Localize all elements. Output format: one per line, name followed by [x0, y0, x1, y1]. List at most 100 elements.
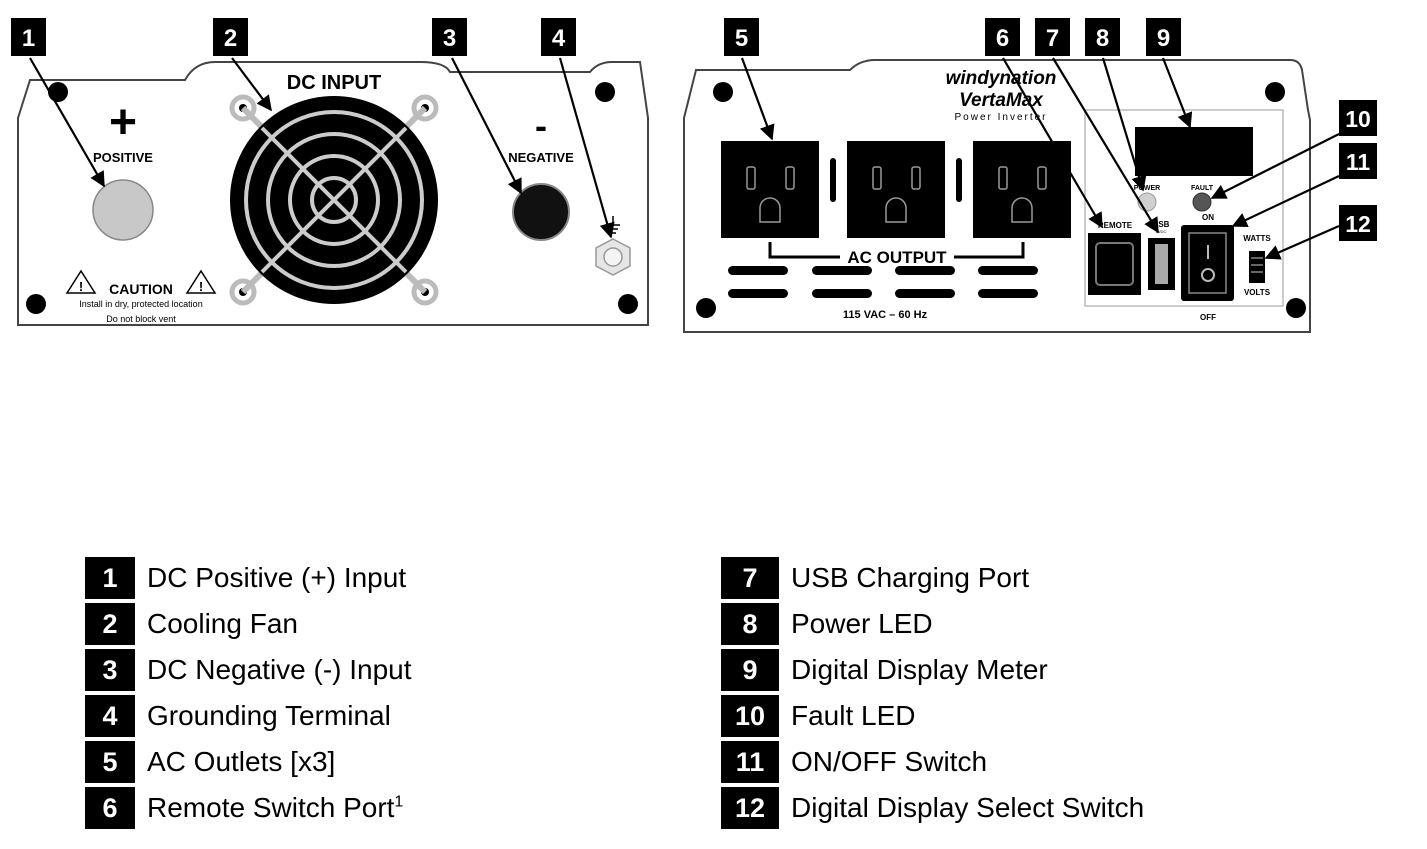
- leader-line-2: [231, 57, 272, 112]
- svg-text:7: 7: [1046, 25, 1059, 52]
- footnote-marker: 1: [394, 793, 404, 811]
- leader-line-3: [451, 57, 522, 195]
- leader-line-9: [1161, 57, 1193, 129]
- vent-slots: [728, 266, 1038, 298]
- caution-line-2: Do not block vent: [106, 314, 176, 324]
- model-name: VertaMax: [959, 90, 1044, 111]
- mount-hole: [48, 82, 68, 102]
- legend-text: Cooling Fan: [147, 608, 298, 639]
- legend-number: 1: [85, 557, 135, 599]
- legend-text: Power LED: [791, 608, 933, 639]
- legend-number: 2: [85, 603, 135, 645]
- legend-text: ON/OFF Switch: [791, 746, 988, 777]
- front-panel: + POSITIVE DC INPUT - NEGATIVE: [17, 61, 649, 326]
- legend-item-10: 10 Fault LED: [721, 693, 1281, 739]
- negative-label: NEGATIVE: [508, 150, 574, 165]
- svg-text:3: 3: [443, 25, 456, 52]
- usb-sub-label: 5VDC: [1156, 229, 1167, 234]
- legend-number: 3: [85, 649, 135, 691]
- legend-item-4: 4 Grounding Terminal: [85, 693, 645, 739]
- legend-number: 4: [85, 695, 135, 737]
- power-switch: [1181, 225, 1234, 301]
- legend-item-11: 11 ON/OFF Switch: [721, 739, 1281, 785]
- legend-text: Remote Switch Port: [147, 792, 395, 823]
- ac-outlet: [973, 141, 1071, 238]
- callout-badge-1: 1: [11, 18, 46, 56]
- leader-line-4: [558, 57, 615, 239]
- fault-led-label: FAULT: [1191, 185, 1214, 192]
- display-select-switch: [1249, 251, 1265, 283]
- positive-label: POSITIVE: [93, 150, 153, 165]
- power-led-label: POWER: [1134, 185, 1160, 192]
- positive-symbol: +: [109, 96, 137, 149]
- dc-input-label: DC INPUT: [287, 72, 381, 94]
- mount-hole: [713, 82, 733, 102]
- fault-led: [1192, 192, 1212, 212]
- ac-output-bracket: [954, 242, 1025, 259]
- usb-label: USB: [1153, 220, 1170, 229]
- callout-badges: 1 2 3 4 5 6 7 8: [11, 18, 1377, 241]
- negative-terminal: [512, 183, 570, 241]
- mount-hole: [618, 294, 638, 314]
- warning-icon: !: [65, 269, 97, 294]
- legend-number: 6: [85, 787, 135, 829]
- callout-badge-2: 2: [213, 18, 248, 56]
- legend-item-5: 5 AC Outlets [x3]: [85, 739, 645, 785]
- volts-label: VOLTS: [1244, 288, 1271, 297]
- rear-panel: windynation VertaMax Power Inverter AC O…: [683, 59, 1311, 333]
- mount-hole: [26, 294, 46, 314]
- leader-line-5: [740, 57, 775, 141]
- callout-badge-7: 7: [1035, 18, 1070, 56]
- positive-terminal: [92, 179, 154, 241]
- callout-badge-12: 12: [1339, 205, 1377, 241]
- legend-number: 7: [721, 557, 779, 599]
- legend-item-1: 1 DC Positive (+) Input: [85, 555, 645, 601]
- legend-text: AC Outlets [x3]: [147, 746, 336, 777]
- callout-badge-4: 4: [541, 18, 576, 56]
- leader-line-11: [1231, 175, 1340, 228]
- mount-hole: [1286, 298, 1306, 318]
- legend-text: Grounding Terminal: [147, 700, 391, 731]
- cooling-fan: [229, 94, 439, 306]
- caution-line-1: Install in dry, protected location: [79, 299, 202, 309]
- svg-text:8: 8: [1096, 25, 1109, 52]
- watts-label: WATTS: [1243, 234, 1271, 243]
- ac-outlet: [847, 141, 945, 238]
- callout-badge-8: 8: [1085, 18, 1120, 56]
- callout-badge-3: 3: [432, 18, 467, 56]
- usb-port: [1148, 238, 1175, 290]
- legend-item-2: 2 Cooling Fan: [85, 601, 645, 647]
- svg-text:!: !: [199, 279, 203, 294]
- svg-text:!: !: [79, 279, 83, 294]
- ground-terminal: [595, 216, 631, 276]
- voltage-label: 115 VAC – 60 Hz: [843, 309, 928, 321]
- svg-text:9: 9: [1157, 25, 1170, 52]
- legend-number: 9: [721, 649, 779, 691]
- remote-port: [1088, 233, 1141, 295]
- leader-line-6: [1002, 57, 1103, 229]
- legend-item-7: 7 USB Charging Port: [721, 555, 1281, 601]
- legend-number: 5: [85, 741, 135, 783]
- on-label: ON: [1202, 213, 1214, 222]
- leader-line-1: [29, 57, 105, 188]
- mount-hole: [1265, 82, 1285, 102]
- svg-text:12: 12: [1345, 211, 1371, 237]
- legend-number: 10: [721, 695, 779, 737]
- callout-badge-9: 9: [1146, 18, 1181, 56]
- brand-name: windynation: [946, 68, 1057, 89]
- legend-text: Digital Display Select Switch: [791, 792, 1145, 823]
- legend-text: DC Positive (+) Input: [147, 562, 407, 593]
- legend-number: 12: [721, 787, 779, 829]
- leader-line-7: [1052, 57, 1159, 234]
- callout-badge-11: 11: [1339, 143, 1377, 179]
- ac-outlet: [721, 141, 819, 238]
- svg-text:10: 10: [1345, 106, 1371, 132]
- legend-item-12: 12 Digital Display Select Switch: [721, 785, 1281, 831]
- callout-badge-10: 10: [1339, 100, 1377, 136]
- svg-text:11: 11: [1346, 149, 1371, 175]
- outlet-divider: [956, 158, 962, 202]
- outlet-divider: [830, 158, 836, 202]
- legend-right: 7 USB Charging Port 8 Power LED 9 Digita…: [721, 555, 1281, 831]
- warning-icon: !: [185, 269, 217, 294]
- legend-left: 1 DC Positive (+) Input 2 Cooling Fan 3 …: [85, 555, 645, 831]
